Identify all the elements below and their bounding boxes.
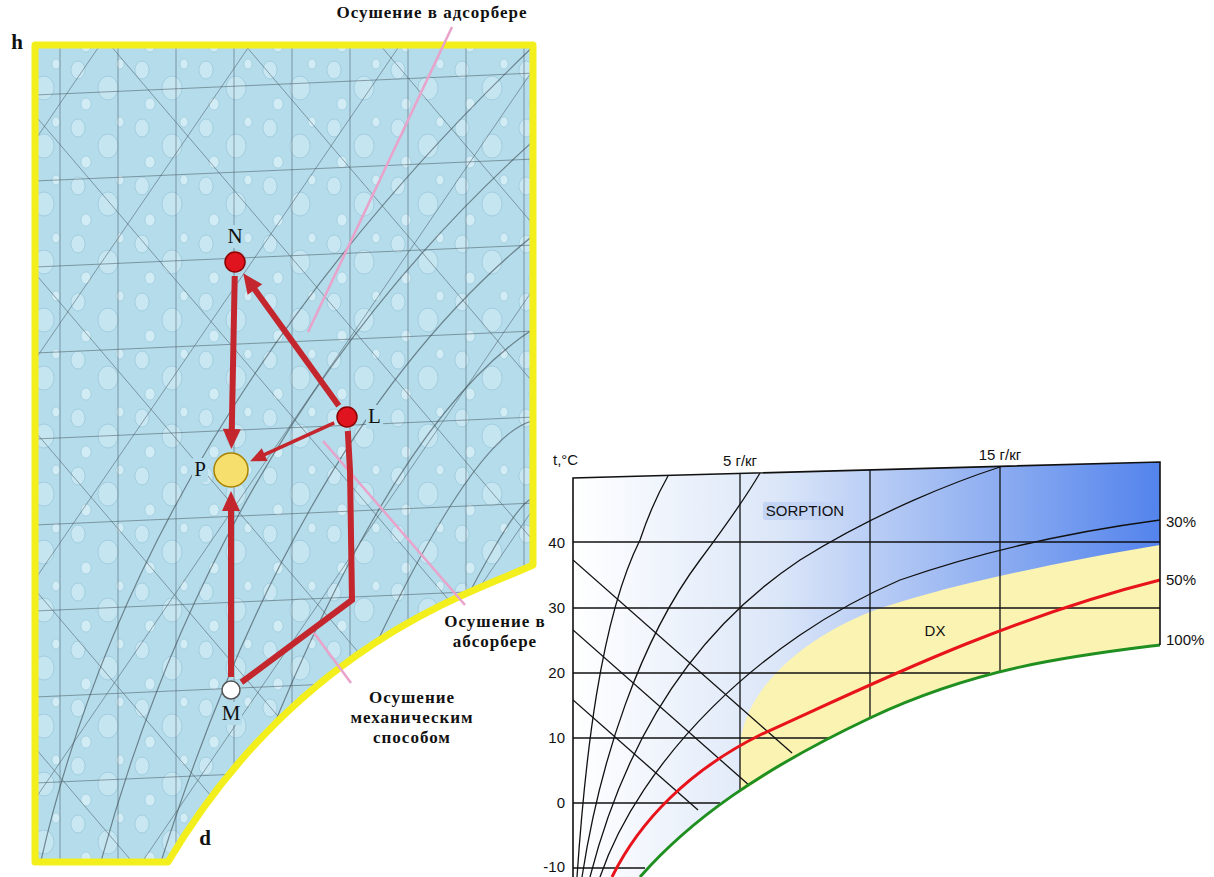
axis-number: -10 — [543, 858, 565, 876]
process-arrow — [222, 491, 240, 677]
arrow-head — [250, 448, 267, 461]
moisture-label: 15 г/кг — [979, 446, 1022, 464]
point-circle — [225, 252, 245, 272]
process-arrow — [250, 423, 334, 461]
region-label: DX — [922, 622, 949, 640]
humidity-label: 50% — [1166, 571, 1196, 589]
axis-label: d — [199, 826, 211, 851]
arrow-line — [228, 509, 234, 677]
process-arrow — [243, 273, 339, 405]
callout-text: Осушение в адсорбере — [336, 3, 527, 23]
arrow-line — [232, 276, 235, 431]
callout-text: Осушение в абсорбере — [439, 612, 551, 652]
axis-number: 10 — [548, 729, 565, 747]
arrow-head — [243, 273, 262, 294]
axis-number: 20 — [548, 664, 565, 682]
point-circle — [214, 453, 248, 487]
arrow-line — [254, 288, 339, 406]
axis-number: 40 — [548, 534, 565, 552]
point-marker — [221, 680, 241, 700]
point-marker — [213, 452, 249, 488]
state-point: P — [213, 452, 249, 488]
process-arrow — [241, 431, 352, 682]
callout-text: Осушение механическим способом — [345, 688, 480, 748]
td-chart — [573, 462, 1160, 877]
process-arrow — [223, 276, 241, 449]
arrow-line — [241, 431, 352, 682]
arrow-head — [222, 491, 240, 511]
arrow-head — [223, 429, 241, 449]
state-point: M — [221, 680, 241, 700]
arrow-line — [263, 423, 334, 456]
region-label: SORPTION — [763, 502, 847, 520]
axis-title: t,°C — [553, 451, 578, 469]
state-point: N — [224, 251, 246, 273]
point-letter: N — [225, 225, 244, 248]
point-letter: M — [220, 702, 243, 725]
axis-number: 30 — [548, 599, 565, 617]
humidity-label: 100% — [1166, 631, 1204, 649]
point-letter: L — [366, 405, 383, 428]
humidity-label: 30% — [1166, 513, 1196, 531]
point-marker — [224, 251, 246, 273]
state-point: L — [336, 406, 358, 428]
axis-number: 0 — [557, 794, 565, 812]
moisture-label: 5 г/кг — [723, 452, 757, 470]
axis-label: h — [11, 30, 23, 55]
point-circle — [222, 681, 240, 699]
point-circle — [337, 407, 357, 427]
leader-lines — [308, 27, 465, 683]
point-letter: P — [192, 458, 208, 481]
point-marker — [336, 406, 358, 428]
